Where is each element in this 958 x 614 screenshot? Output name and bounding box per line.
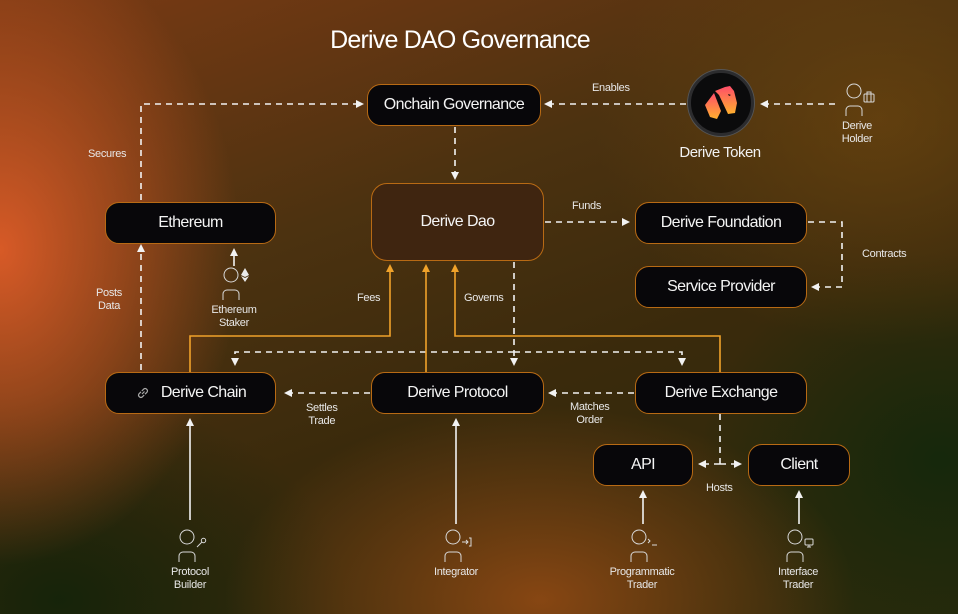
node-label: Derive Exchange <box>664 384 778 401</box>
node-derive-foundation[interactable]: Derive Foundation <box>635 202 807 244</box>
ethereum-icon <box>241 268 249 282</box>
node-service-provider[interactable]: Service Provider <box>635 266 807 308</box>
edge-governs-chain <box>231 351 514 366</box>
actor-name: Integrator <box>433 566 479 578</box>
node-derive-chain[interactable]: Derive Chain <box>105 372 276 414</box>
node-label: Derive Foundation <box>660 214 782 231</box>
label-matches-order: Matches Order <box>570 401 610 426</box>
diagram-title: Derive DAO Governance <box>330 26 591 54</box>
actor-integrator: Integrator <box>411 528 501 579</box>
actor-programmatic-trader: Programmatic Trader <box>597 528 687 592</box>
actor-name: Protocol Builder <box>171 566 209 591</box>
actor-protocol-builder: Protocol Builder <box>145 528 235 592</box>
derive-token-label: Derive Token <box>679 144 761 161</box>
wrench-icon <box>196 537 207 548</box>
derive-token-badge[interactable] <box>688 70 754 136</box>
node-ethereum[interactable]: Ethereum <box>105 202 276 244</box>
edge-contracts <box>808 221 843 291</box>
label-funds: Funds <box>572 200 602 212</box>
label-governs: Governs <box>464 292 504 304</box>
actor-name: Ethereum Staker <box>211 304 257 329</box>
node-label: Onchain Governance <box>383 96 525 113</box>
actor-name: Interface Trader <box>777 566 819 591</box>
actor-derive-holder: Derive Holder <box>812 82 902 146</box>
wallet-icon <box>863 91 875 103</box>
label-posts-data: Posts Data <box>96 287 123 312</box>
label-enables: Enables <box>592 82 630 94</box>
node-label: Service Provider <box>667 278 775 295</box>
node-label: Client <box>780 456 818 473</box>
node-label: API <box>631 456 656 473</box>
edge-governs-exchange <box>514 351 686 366</box>
actor-name: Programmatic Trader <box>609 566 675 591</box>
node-label: Derive Dao <box>420 213 495 230</box>
node-label: Derive Protocol <box>407 384 508 401</box>
login-icon <box>462 537 472 547</box>
monitor-icon <box>804 538 814 548</box>
node-label: Ethereum <box>158 214 223 231</box>
actor-name: Derive Holder <box>841 120 873 145</box>
label-hosts: Hosts <box>706 482 733 494</box>
label-secures: Secures <box>88 148 127 160</box>
label-fees: Fees <box>357 292 381 304</box>
node-derive-dao[interactable]: Derive Dao <box>371 183 544 261</box>
node-label: Derive Chain <box>160 384 247 401</box>
actor-interface-trader: Interface Trader <box>753 528 843 592</box>
node-onchain-governance[interactable]: Onchain Governance <box>367 84 541 126</box>
link-icon <box>135 385 151 401</box>
node-derive-exchange[interactable]: Derive Exchange <box>635 372 807 414</box>
edge-secures <box>140 100 364 200</box>
edge-fees-exchange <box>451 264 721 372</box>
label-settles-trade: Settles Trade <box>306 402 338 427</box>
actor-ethereum-staker: Ethereum Staker <box>189 266 279 330</box>
derive-logo-icon <box>705 86 737 119</box>
node-client[interactable]: Client <box>748 444 850 486</box>
node-derive-protocol[interactable]: Derive Protocol <box>371 372 544 414</box>
edge-fees-chain <box>189 264 394 372</box>
terminal-icon <box>647 538 657 546</box>
label-contracts: Contracts <box>862 248 907 260</box>
node-api[interactable]: API <box>593 444 693 486</box>
